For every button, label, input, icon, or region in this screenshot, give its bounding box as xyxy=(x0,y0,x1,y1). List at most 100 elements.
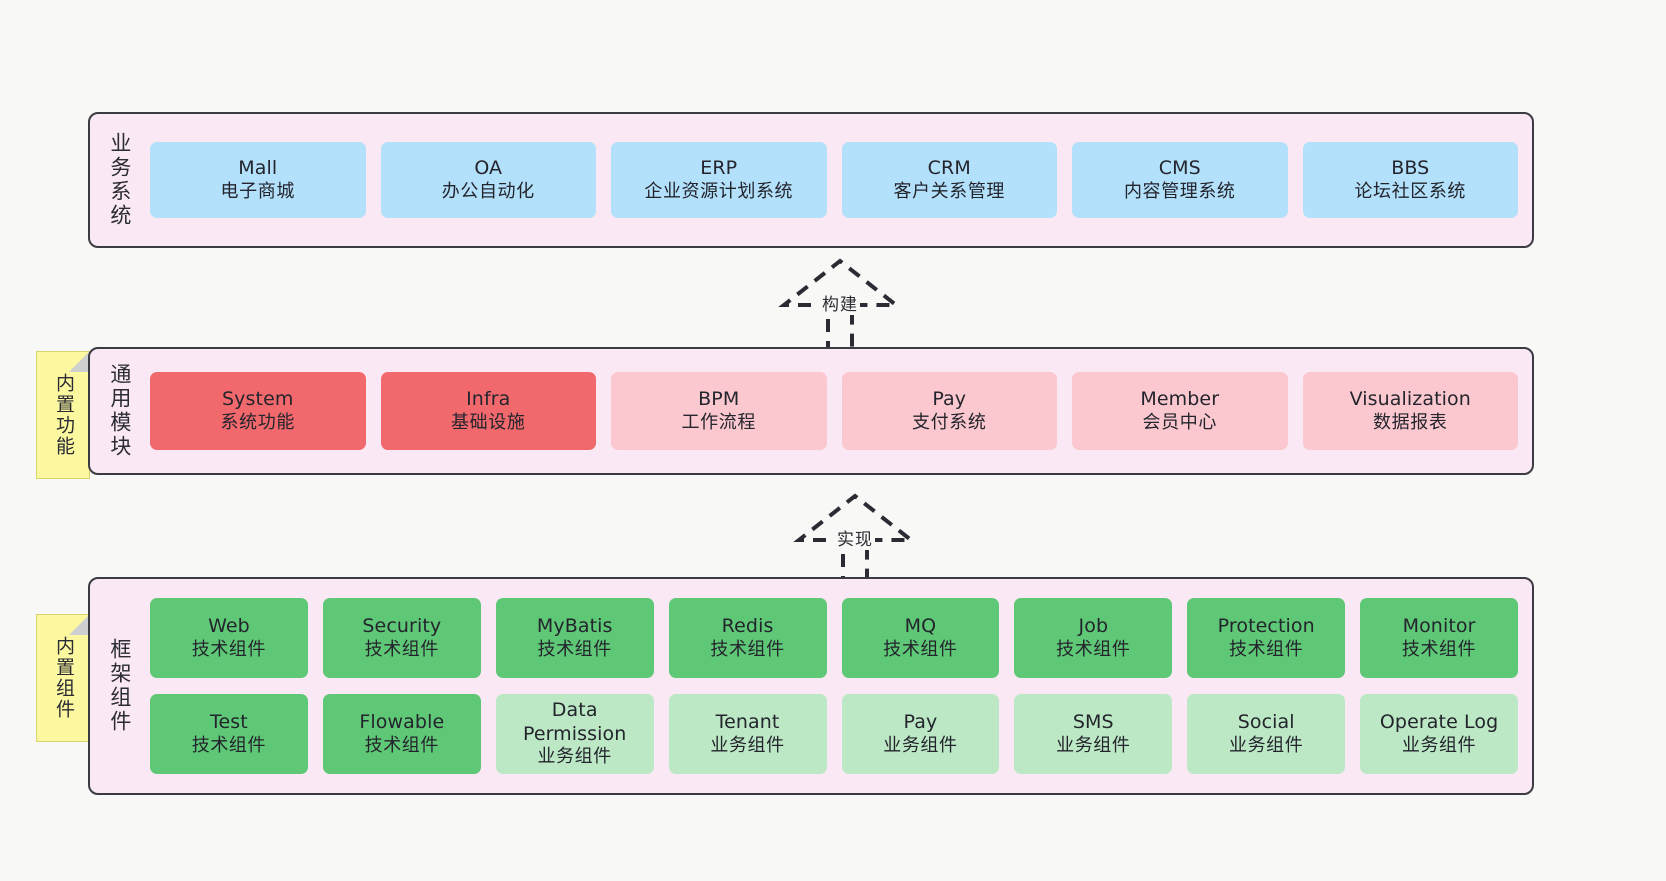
card-social-en: Social xyxy=(1237,711,1295,734)
card-monitor[interactable]: Monitor 技术组件 xyxy=(1360,598,1518,678)
card-protection-cn: 技术组件 xyxy=(1228,638,1304,660)
card-flowable-cn: 技术组件 xyxy=(364,734,440,756)
card-system-en: System xyxy=(222,388,294,411)
card-data-permission[interactable]: Data Permission 业务组件 xyxy=(495,694,654,774)
arrow-implement: 实现 xyxy=(755,485,955,589)
layer-business-title: 业务系统 xyxy=(107,132,132,228)
framework-card-row-1: Web 技术组件 Security 技术组件 MyBatis 技术组件 Redi… xyxy=(150,598,1518,678)
card-mq[interactable]: MQ 技术组件 xyxy=(841,598,1000,678)
card-mybatis-cn: 技术组件 xyxy=(537,638,612,660)
card-pay-component[interactable]: Pay 业务组件 xyxy=(841,694,1000,774)
sticky-note-builtin-functions-label: 内置功能 xyxy=(52,373,75,457)
card-monitor-cn: 技术组件 xyxy=(1401,638,1477,660)
card-bbs-cn: 论坛社区系统 xyxy=(1354,180,1467,202)
card-infra-en: Infra xyxy=(466,388,511,411)
card-cms[interactable]: CMS 内容管理系统 xyxy=(1072,142,1288,218)
card-job-cn: 技术组件 xyxy=(1056,638,1131,660)
card-visualization-cn: 数据报表 xyxy=(1373,411,1448,433)
layer-modules-body: System 系统功能 Infra 基础设施 BPM 工作流程 Pay 支付系统… xyxy=(140,349,1532,473)
card-sms-cn: 业务组件 xyxy=(1056,734,1131,756)
card-member-en: Member xyxy=(1140,388,1220,411)
card-test[interactable]: Test 技术组件 xyxy=(150,694,308,774)
layer-framework-title: 框架组件 xyxy=(107,638,132,734)
card-erp-en: ERP xyxy=(700,157,738,180)
card-operate-log-en: Operate Log xyxy=(1379,711,1499,734)
card-mall[interactable]: Mall 电子商城 xyxy=(150,142,366,218)
layer-general-modules: 通用模块 System 系统功能 Infra 基础设施 BPM 工作流程 Pay… xyxy=(88,347,1534,475)
card-redis[interactable]: Redis 技术组件 xyxy=(668,598,827,678)
layer-business-body: Mall 电子商城 OA 办公自动化 ERP 企业资源计划系统 CRM 客户关系… xyxy=(140,114,1532,246)
card-tenant[interactable]: Tenant 业务组件 xyxy=(668,694,827,774)
card-data-permission-en: Data Permission xyxy=(522,699,627,745)
sticky-note-builtin-components: 内置组件 xyxy=(36,614,90,742)
arrow-build: 构建 xyxy=(740,250,940,354)
card-web[interactable]: Web 技术组件 xyxy=(150,598,308,678)
framework-card-row-2: Test 技术组件 Flowable 技术组件 Data Permission … xyxy=(150,694,1518,774)
card-social[interactable]: Social 业务组件 xyxy=(1187,694,1346,774)
layer-framework-components: 框架组件 Web 技术组件 Security 技术组件 MyBatis 技术组件… xyxy=(88,577,1534,795)
card-monitor-en: Monitor xyxy=(1402,615,1476,638)
card-visualization-en: Visualization xyxy=(1349,388,1471,411)
card-bpm-cn: 工作流程 xyxy=(681,411,756,433)
layer-modules-title: 通用模块 xyxy=(107,363,132,459)
card-system[interactable]: System 系统功能 xyxy=(150,372,366,450)
card-member-cn: 会员中心 xyxy=(1142,411,1217,433)
sticky-note-builtin-functions: 内置功能 xyxy=(36,351,90,479)
card-bbs[interactable]: BBS 论坛社区系统 xyxy=(1302,142,1518,218)
card-cms-en: CMS xyxy=(1158,157,1201,180)
card-flowable[interactable]: Flowable 技术组件 xyxy=(322,694,481,774)
layer-framework-body: Web 技术组件 Security 技术组件 MyBatis 技术组件 Redi… xyxy=(140,579,1532,793)
card-test-cn: 技术组件 xyxy=(191,734,267,756)
card-security-cn: 技术组件 xyxy=(364,638,440,660)
card-operate-log[interactable]: Operate Log 业务组件 xyxy=(1360,694,1518,774)
card-security[interactable]: Security 技术组件 xyxy=(322,598,481,678)
card-crm-cn: 客户关系管理 xyxy=(893,180,1006,202)
card-mq-cn: 技术组件 xyxy=(883,638,958,660)
card-mybatis-en: MyBatis xyxy=(536,615,613,638)
card-crm[interactable]: CRM 客户关系管理 xyxy=(841,142,1057,218)
card-mybatis[interactable]: MyBatis 技术组件 xyxy=(495,598,654,678)
card-pay-module[interactable]: Pay 支付系统 xyxy=(841,372,1057,450)
modules-card-row: System 系统功能 Infra 基础设施 BPM 工作流程 Pay 支付系统… xyxy=(150,372,1518,450)
card-member[interactable]: Member 会员中心 xyxy=(1072,372,1288,450)
card-visualization[interactable]: Visualization 数据报表 xyxy=(1302,372,1518,450)
card-security-en: Security xyxy=(362,615,442,638)
card-mq-en: MQ xyxy=(904,615,937,638)
card-web-en: Web xyxy=(208,615,250,638)
card-bpm[interactable]: BPM 工作流程 xyxy=(611,372,827,450)
layer-business-systems: 业务系统 Mall 电子商城 OA 办公自动化 ERP 企业资源计划系统 CRM… xyxy=(88,112,1534,248)
card-web-cn: 技术组件 xyxy=(191,638,267,660)
card-test-en: Test xyxy=(210,711,248,734)
card-sms[interactable]: SMS 业务组件 xyxy=(1014,694,1173,774)
card-pay-module-cn: 支付系统 xyxy=(912,411,987,433)
card-flowable-en: Flowable xyxy=(359,711,445,734)
card-protection-en: Protection xyxy=(1217,615,1315,638)
card-infra-cn: 基础设施 xyxy=(451,411,526,433)
card-operate-log-cn: 业务组件 xyxy=(1401,734,1477,756)
card-oa-en: OA xyxy=(474,157,503,180)
card-redis-cn: 技术组件 xyxy=(710,638,785,660)
card-protection[interactable]: Protection 技术组件 xyxy=(1187,598,1346,678)
card-job[interactable]: Job 技术组件 xyxy=(1014,598,1173,678)
card-system-cn: 系统功能 xyxy=(220,411,295,433)
card-pay-module-en: Pay xyxy=(932,388,967,411)
arrow-implement-label: 实现 xyxy=(835,525,875,550)
card-erp[interactable]: ERP 企业资源计划系统 xyxy=(611,142,827,218)
card-social-cn: 业务组件 xyxy=(1228,734,1304,756)
card-data-permission-cn: 业务组件 xyxy=(537,746,612,768)
business-card-row: Mall 电子商城 OA 办公自动化 ERP 企业资源计划系统 CRM 客户关系… xyxy=(150,142,1518,218)
card-bbs-en: BBS xyxy=(1391,157,1430,180)
card-mall-en: Mall xyxy=(238,157,278,180)
card-redis-en: Redis xyxy=(721,615,774,638)
card-oa-cn: 办公自动化 xyxy=(441,180,535,202)
card-infra[interactable]: Infra 基础设施 xyxy=(380,372,596,450)
sticky-note-builtin-components-label: 内置组件 xyxy=(52,636,75,720)
card-bpm-en: BPM xyxy=(698,388,740,411)
card-oa[interactable]: OA 办公自动化 xyxy=(380,142,596,218)
card-pay-component-cn: 业务组件 xyxy=(883,734,958,756)
card-cms-cn: 内容管理系统 xyxy=(1123,180,1236,202)
card-job-en: Job xyxy=(1078,615,1109,638)
arrow-build-label: 构建 xyxy=(820,290,860,315)
card-tenant-en: Tenant xyxy=(715,711,780,734)
